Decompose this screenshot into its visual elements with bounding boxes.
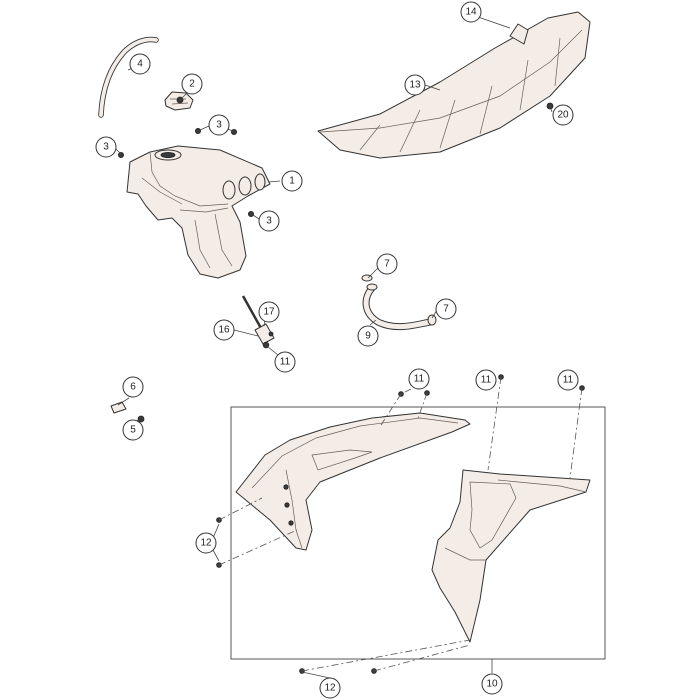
svg-text:20: 20 [557, 110, 569, 121]
callout-7: 7 [376, 253, 398, 275]
svg-text:3: 3 [216, 120, 222, 131]
svg-text:3: 3 [266, 216, 272, 227]
callout-7: 7 [435, 298, 457, 320]
callout-11: 11 [557, 369, 579, 391]
callout-10: 10 [481, 673, 503, 695]
callout-11: 11 [475, 369, 497, 391]
part-fuel-tap [241, 295, 275, 349]
svg-text:11: 11 [280, 357, 291, 368]
svg-text:7: 7 [384, 259, 390, 270]
svg-text:11: 11 [414, 374, 425, 385]
svg-text:6: 6 [130, 382, 136, 393]
callout-13: 13 [404, 74, 426, 96]
part-fuel-tank [126, 145, 271, 279]
leader-lines [115, 16, 583, 679]
callout-12: 12 [319, 677, 341, 699]
callout-16: 16 [213, 319, 235, 341]
svg-text:17: 17 [263, 307, 275, 318]
callout-6: 6 [122, 376, 144, 398]
part-seat [317, 11, 591, 159]
svg-text:12: 12 [324, 683, 336, 694]
callout-2: 2 [181, 73, 203, 95]
part-fuel-line [361, 274, 437, 331]
callout-4: 4 [129, 53, 151, 75]
callout-14: 14 [460, 1, 482, 23]
callout-17: 17 [258, 301, 280, 323]
svg-text:12: 12 [200, 538, 212, 549]
svg-text:14: 14 [465, 7, 477, 18]
part-spacer-nut [110, 401, 145, 423]
part-fuel-cap [164, 91, 194, 111]
svg-text:2: 2 [189, 79, 195, 90]
callout-20: 20 [552, 104, 574, 126]
callout-3: 3 [258, 210, 280, 232]
svg-text:11: 11 [481, 375, 492, 386]
svg-text:10: 10 [486, 679, 498, 690]
svg-text:16: 16 [218, 325, 230, 336]
svg-text:4: 4 [137, 59, 143, 70]
svg-text:11: 11 [563, 375, 574, 386]
callout-1: 1 [281, 170, 303, 192]
svg-text:1: 1 [289, 176, 295, 187]
part-breather-hose [98, 36, 159, 118]
part-left-tank-cover [235, 412, 471, 551]
callout-9: 9 [357, 325, 379, 347]
callout-3: 3 [208, 114, 230, 136]
callout-3: 3 [95, 136, 117, 158]
svg-text:13: 13 [409, 80, 421, 91]
callout-5: 5 [122, 419, 144, 441]
part-right-shroud [431, 469, 591, 643]
svg-text:5: 5 [130, 425, 136, 436]
callout-12: 12 [195, 532, 217, 554]
part-bolts-3 [118, 127, 254, 217]
svg-text:7: 7 [443, 304, 449, 315]
svg-text:9: 9 [365, 331, 371, 342]
svg-text:3: 3 [103, 142, 109, 153]
callout-11: 11 [274, 351, 296, 373]
callout-11: 11 [408, 368, 430, 390]
